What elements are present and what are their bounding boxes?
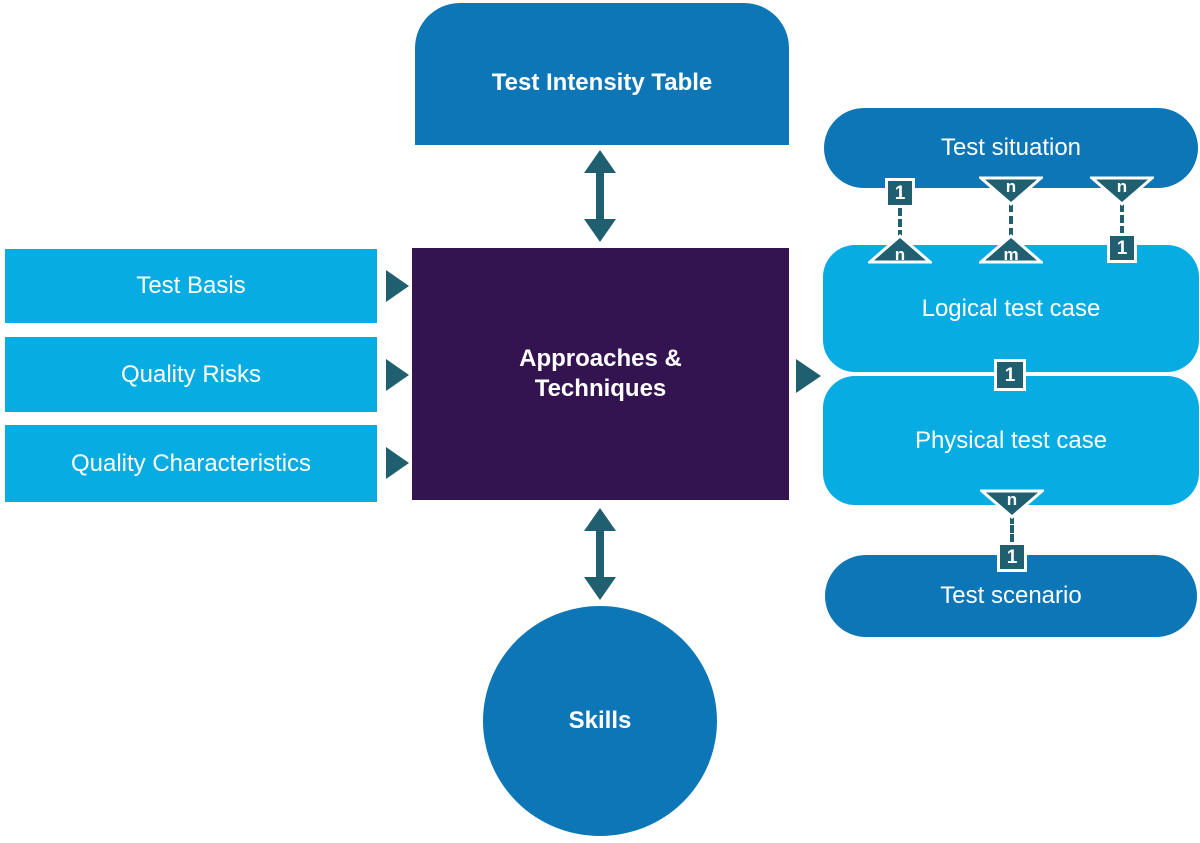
- skills-label: Skills: [568, 707, 632, 734]
- quality-characteristics-label: Quality Characteristics: [70, 449, 312, 477]
- multiplicity-triangle-down-icon: n: [980, 489, 1044, 519]
- logical-test-case-label: Logical test case: [921, 294, 1101, 322]
- approaches-techniques-label: Approaches & Techniques: [519, 345, 682, 402]
- physical-test-case-node: Physical test case: [823, 376, 1199, 505]
- multiplicity-square: 1: [994, 359, 1026, 391]
- test-basis-node: Test Basis: [5, 249, 377, 323]
- multiplicity-letter: n: [1117, 177, 1127, 196]
- multiplicity-letter: n: [1006, 177, 1016, 196]
- arrowhead-right-icon: [386, 447, 409, 479]
- test-intensity-table-node: Test Intensity Table: [415, 3, 789, 145]
- multiplicity-letter: n: [895, 245, 905, 264]
- quality-risks-node: Quality Risks: [5, 337, 377, 412]
- dashed-connector-line: [1009, 204, 1013, 236]
- multiplicity-square: 1: [1107, 233, 1137, 263]
- test-situation-label: Test situation: [940, 134, 1082, 161]
- dashed-connector-line: [898, 208, 902, 238]
- multiplicity-triangle-down-icon: n: [1090, 176, 1154, 206]
- double-arrow-icon: [584, 508, 616, 600]
- test-intensity-table-label: Test Intensity Table: [491, 69, 713, 96]
- multiplicity-letter: m: [1003, 245, 1018, 264]
- approaches-techniques-node: Approaches & Techniques: [412, 248, 789, 500]
- test-scenario-label: Test scenario: [940, 582, 1082, 609]
- skills-node: Skills: [483, 606, 717, 836]
- test-scenario-node: Test scenario: [825, 555, 1197, 637]
- test-basis-label: Test Basis: [136, 272, 246, 299]
- multiplicity-square: 1: [885, 178, 915, 208]
- double-arrow-icon: [584, 150, 616, 242]
- dashed-connector-line: [1120, 204, 1124, 234]
- multiplicity-triangle-up-icon: m: [979, 234, 1043, 264]
- dashed-connector-line: [1010, 516, 1014, 542]
- quality-risks-label: Quality Risks: [120, 360, 262, 388]
- arrowhead-right-icon: [386, 359, 409, 391]
- quality-characteristics-node: Quality Characteristics: [5, 425, 377, 502]
- arrowhead-right-icon: [796, 359, 821, 393]
- test-situation-node: Test situation: [824, 108, 1198, 188]
- multiplicity-letter: n: [1007, 490, 1017, 509]
- arrowhead-right-icon: [386, 270, 409, 302]
- logical-test-case-node: Logical test case: [823, 245, 1199, 372]
- multiplicity-triangle-down-icon: n: [979, 176, 1043, 206]
- physical-test-case-label: Physical test case: [914, 426, 1108, 454]
- multiplicity-square: 1: [997, 542, 1027, 572]
- multiplicity-triangle-up-icon: n: [868, 234, 932, 264]
